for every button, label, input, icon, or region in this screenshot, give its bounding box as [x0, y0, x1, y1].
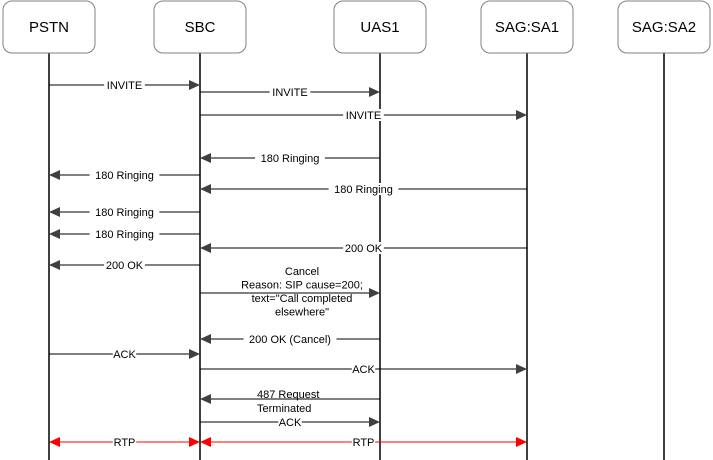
label-backing	[243, 333, 337, 345]
message-12: 200 OK (Cancel)	[200, 333, 380, 346]
message-16: ACK	[200, 416, 380, 429]
arrow-head	[369, 87, 380, 97]
message-4: 180 Ringing	[200, 152, 380, 165]
message-label: 200 OK	[345, 243, 383, 255]
message-1: INVITE	[49, 79, 200, 92]
message-label: 180 Ringing	[95, 229, 154, 241]
label-backing	[104, 79, 145, 91]
message-label: 200 OK (Cancel)	[249, 334, 331, 346]
label-backing	[278, 416, 302, 428]
message-3: INVITE	[200, 109, 527, 122]
message-label: text="Call completed	[252, 293, 353, 305]
message-label: ACK	[279, 417, 302, 429]
arrow-head	[200, 243, 211, 253]
arrow-head	[200, 184, 211, 194]
label-backing	[343, 109, 384, 121]
participant-box	[617, 0, 711, 54]
label-backing	[89, 169, 160, 181]
message-label: elsewhere"	[275, 307, 329, 319]
message-label: INVITE	[272, 87, 307, 99]
label-backing	[112, 436, 137, 448]
arrow-head	[516, 110, 527, 120]
arrow-head	[369, 288, 380, 298]
arrow-head	[369, 417, 380, 427]
label-backing	[89, 206, 160, 218]
message-label: Reason: SIP cause=200;	[241, 280, 363, 292]
message-9: 200 OK	[200, 242, 527, 255]
message-7: 180 Ringing	[49, 206, 200, 219]
message-6: 180 Ringing	[200, 183, 527, 196]
label-backing	[343, 242, 384, 254]
message-label: 487 Request	[257, 389, 319, 401]
arrow-head	[49, 207, 60, 217]
label-backing	[328, 183, 399, 195]
message-17: RTP	[49, 436, 200, 449]
participant-pstn: PSTN	[2, 0, 96, 54]
participant-box	[153, 0, 247, 54]
participant-box	[2, 0, 96, 54]
label-backing	[255, 152, 325, 164]
message-label: 180 Ringing	[261, 153, 320, 165]
message-8: 180 Ringing	[49, 228, 200, 241]
participant-sbc: SBC	[153, 0, 247, 54]
arrow-head	[200, 334, 211, 344]
message-label: 180 Ringing	[95, 170, 154, 182]
participant-sagsa2: SAG:SA2	[617, 0, 711, 54]
participant-label: SBC	[185, 19, 216, 36]
participant-label: PSTN	[29, 19, 69, 36]
message-5: 180 Ringing	[49, 169, 200, 182]
label-backing	[351, 363, 376, 375]
message-label: ACK	[113, 349, 136, 361]
label-backing	[112, 348, 137, 360]
participant-box	[480, 0, 574, 54]
arrow-head	[200, 437, 211, 447]
label-backing	[269, 86, 311, 98]
message-label: INVITE	[107, 80, 142, 92]
message-18: RTP	[200, 436, 527, 449]
participant-label: SAG:SA2	[632, 19, 696, 36]
label-backing	[104, 259, 145, 271]
message-13: ACK	[49, 348, 200, 361]
arrow-head	[189, 80, 200, 90]
participant-uas1: UAS1	[333, 0, 427, 54]
arrow-head	[49, 170, 60, 180]
participant-label: SAG:SA1	[495, 19, 559, 36]
message-label: 180 Ringing	[95, 207, 154, 219]
arrow-head	[516, 364, 527, 374]
label-backing	[351, 436, 376, 448]
arrow-head	[49, 437, 60, 447]
arrow-head	[49, 229, 60, 239]
arrow-head	[189, 437, 200, 447]
message-14: ACK	[200, 363, 527, 376]
arrow-head	[200, 153, 211, 163]
participant-box	[333, 0, 427, 54]
participant-sagsa1: SAG:SA1	[480, 0, 574, 54]
message-label: Cancel	[285, 266, 319, 278]
message-label: Terminated	[257, 403, 311, 415]
message-label: 200 OK	[106, 260, 144, 272]
arrow-head	[49, 260, 60, 270]
message-label: RTP	[353, 437, 375, 449]
message-label: ACK	[352, 364, 375, 376]
message-2: INVITE	[200, 86, 380, 99]
message-10: 200 OK	[49, 259, 200, 272]
participant-label: UAS1	[360, 19, 399, 36]
arrow-head	[516, 437, 527, 447]
message-label: RTP	[114, 437, 136, 449]
message-label: INVITE	[346, 110, 381, 122]
label-backing	[89, 228, 160, 240]
arrow-head	[189, 349, 200, 359]
arrow-head	[200, 394, 211, 404]
message-label: 180 Ringing	[334, 184, 393, 196]
